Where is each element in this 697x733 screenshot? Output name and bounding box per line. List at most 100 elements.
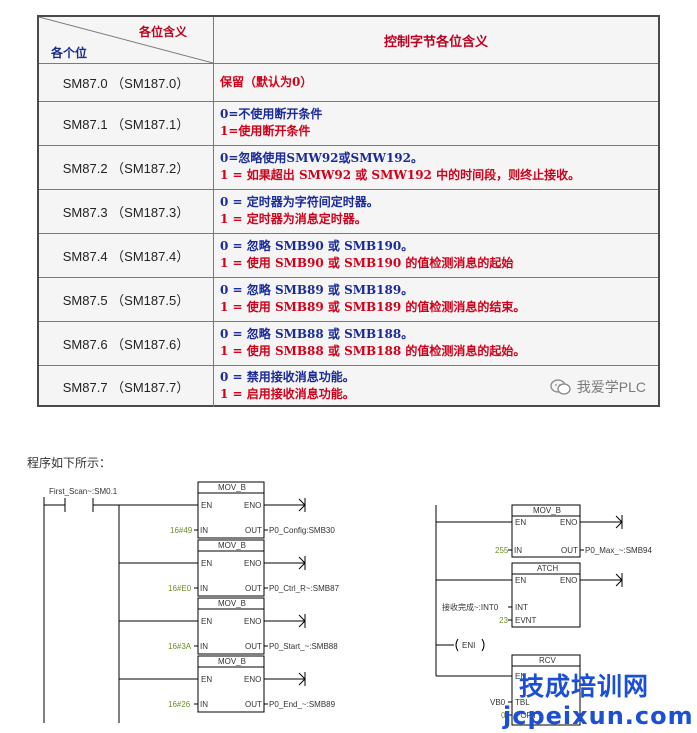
mov-out-value: P0_Max_~:SMB94 [585,546,652,555]
brand-url-text: jcpeixun.com [503,702,694,730]
atch-title: ATCH [537,564,558,573]
meaning-line: 1 = 使用 SMB89 或 SMB189 的值检测消息的结束。 [220,300,526,314]
meaning-line: 1 = 使用 SMB88 或 SMB188 的值检测消息的起始。 [220,344,526,358]
rcv-tbl: TBL [515,698,530,707]
meaning-line: 0 = 禁用接收消息功能。 [220,370,355,384]
atch-int-value: 接收完成~:INT0 [442,602,499,612]
table-row: SM87.0 （SM187.0） 保留（默认为0） [39,63,658,102]
table-header: 各位含义 各个位 控制字节各位含义 [39,17,658,64]
block4-en: EN [201,675,212,684]
meaning-cell: 0 = 忽略 SMB89 或 SMB189。 1 = 使用 SMB89 或 SMB… [220,277,525,321]
block3-in: IN [200,642,208,651]
rcv-port: PORT [515,711,537,720]
table-row: SM87.4 （SM187.4） 0 = 忽略 SMB90 或 SMB190。 1 … [39,233,658,278]
block3-eno: ENO [244,617,261,626]
block4-out-value: P0_End_~:SMB89 [269,700,336,709]
meaning-line: 0 = 忽略 SMB89 或 SMB189。 [220,283,414,297]
header-corner-cell: 各位含义 各个位 [39,17,214,63]
block2-eno: ENO [244,559,261,568]
corner-bottom-label: 各个位 [51,46,88,60]
atch-evnt: EVNT [515,616,536,625]
block3-out: OUT [245,642,262,651]
mov-eno: ENO [560,518,577,527]
bit-cell: SM87.3 （SM187.3） [39,189,214,233]
meaning-line: 0 = 定时器为字符间定时器。 [220,195,379,209]
block4-out: OUT [245,700,262,709]
block1-en: EN [201,501,212,510]
rcv-title: RCV [539,656,557,665]
bit-cell: SM87.0 （SM187.0） [39,63,214,101]
meaning-cell: 0=忽略使用SMW92或SMW192。 1 = 如果超出 SMW92 或 SMW1… [220,145,580,189]
block2-in: IN [200,584,208,593]
mov-out: OUT [561,546,578,555]
block1-in-value: 16#49 [170,526,193,535]
meaning-line: 0=不使用断开条件 [220,107,323,121]
block4-in-value: 16#26 [168,700,191,709]
meaning-line: 1 = 使用 SMB90 或 SMB190 的值检测消息的起始 [220,256,514,270]
corner-top-label: 各位含义 [139,25,188,39]
wechat-watermark: 我爱学PLC [550,377,646,397]
block2-title: MOV_B [218,541,246,550]
meaning-line: 1 = 定时器为消息定时器。 [220,212,367,226]
meaning-cell: 0 = 忽略 SMB88 或 SMB188。 1 = 使用 SMB88 或 SMB… [220,321,525,365]
program-caption: 程序如下所示： [27,456,112,470]
block3-out-value: P0_Start_~:SMB88 [269,642,338,651]
block1-title: MOV_B [218,483,246,492]
meaning-line: 0 = 忽略 SMB90 或 SMB190。 [220,239,414,253]
table-row: SM87.3 （SM187.3） 0 = 定时器为字符间定时器。 1 = 定时器为消… [39,189,658,234]
meaning-cell: 0=不使用断开条件 1=使用断开条件 [220,101,322,145]
block1-eno: ENO [244,501,261,510]
table-row: SM87.6 （SM187.6） 0 = 忽略 SMB88 或 SMB188。 1 … [39,321,658,366]
header-meaning-label: 控制字节各位含义 [383,35,488,50]
bit-cell: SM87.6 （SM187.6） [39,321,214,365]
brand-logo-text: 技成培训网 [519,672,650,701]
meaning-line: 1 = 如果超出 SMW92 或 SMW192 中的时间段，则终止接收。 [220,168,581,182]
mov-title: MOV_B [533,506,561,515]
meaning-cell: 0 = 忽略 SMB90 或 SMB190。 1 = 使用 SMB90 或 SMB… [220,233,513,277]
meaning-cell: 0 = 禁用接收消息功能。 1 = 启用接收消息功能。 [220,365,355,407]
eni-coil-label: ENI [462,641,475,650]
block2-out-value: P0_Ctrl_R~:SMB87 [269,584,340,593]
rcv-en: EN [515,672,526,681]
bit-cell: SM87.1 （SM187.1） [39,101,214,145]
mov-in: IN [514,546,522,555]
wechat-icon [550,379,571,395]
atch-en: EN [515,576,526,585]
watermark-text: 我爱学PLC [576,379,646,395]
meaning-line: 1 = 启用接收消息功能。 [220,387,355,401]
bit-cell: SM87.2 （SM187.2） [39,145,214,189]
block1-in: IN [200,526,208,535]
table-row: SM87.2 （SM187.2） 0=忽略使用SMW92或SMW192。 1 = 如… [39,145,658,190]
block2-in-value: 16#E0 [168,584,192,593]
atch-eno: ENO [560,576,577,585]
bit-cell: SM87.4 （SM187.4） [39,233,214,277]
bit-cell: SM87.7 （SM187.7） [39,365,214,407]
table-row: SM87.7 （SM187.7） 0 = 禁用接收消息功能。 1 = 启用接收消息功… [39,365,658,407]
block3-en: EN [201,617,212,626]
meaning-line: 0=忽略使用SMW92或SMW192。 [220,151,424,165]
bit-cell: SM87.5 （SM187.5） [39,277,214,321]
block4-in: IN [200,700,208,709]
block4-eno: ENO [244,675,261,684]
rcv-tbl-value: VB0 [490,698,506,707]
table-row: SM87.1 （SM187.1） 0=不使用断开条件 1=使用断开条件 [39,101,658,146]
meaning-cell: 0 = 定时器为字符间定时器。 1 = 定时器为消息定时器。 [220,189,379,233]
block3-in-value: 16#3A [168,642,192,651]
atch-int: INT [515,603,528,612]
diagonal-divider [39,17,213,63]
table-row: SM87.5 （SM187.5） 0 = 忽略 SMB89 或 SMB189。 1 … [39,277,658,322]
block2-out: OUT [245,584,262,593]
meaning-line: 1=使用断开条件 [220,124,311,138]
mov-en: EN [515,518,526,527]
meaning-line: 保留（默认为0） [220,74,313,89]
atch-evnt-value: 23 [499,616,508,625]
meaning-line: 0 = 忽略 SMB88 或 SMB188。 [220,327,414,341]
meaning-cell: 保留（默认为0） [220,63,312,101]
block1-out: OUT [245,526,262,535]
block2-en: EN [201,559,212,568]
control-byte-table: 各位含义 各个位 控制字节各位含义 SM87.0 （SM187.0） 保留（默认为… [37,15,660,407]
mov-in-value: 255 [495,546,509,555]
rcv-port-value: 0 [501,711,506,720]
block1-out-value: P0_Config:SMB30 [269,526,335,535]
